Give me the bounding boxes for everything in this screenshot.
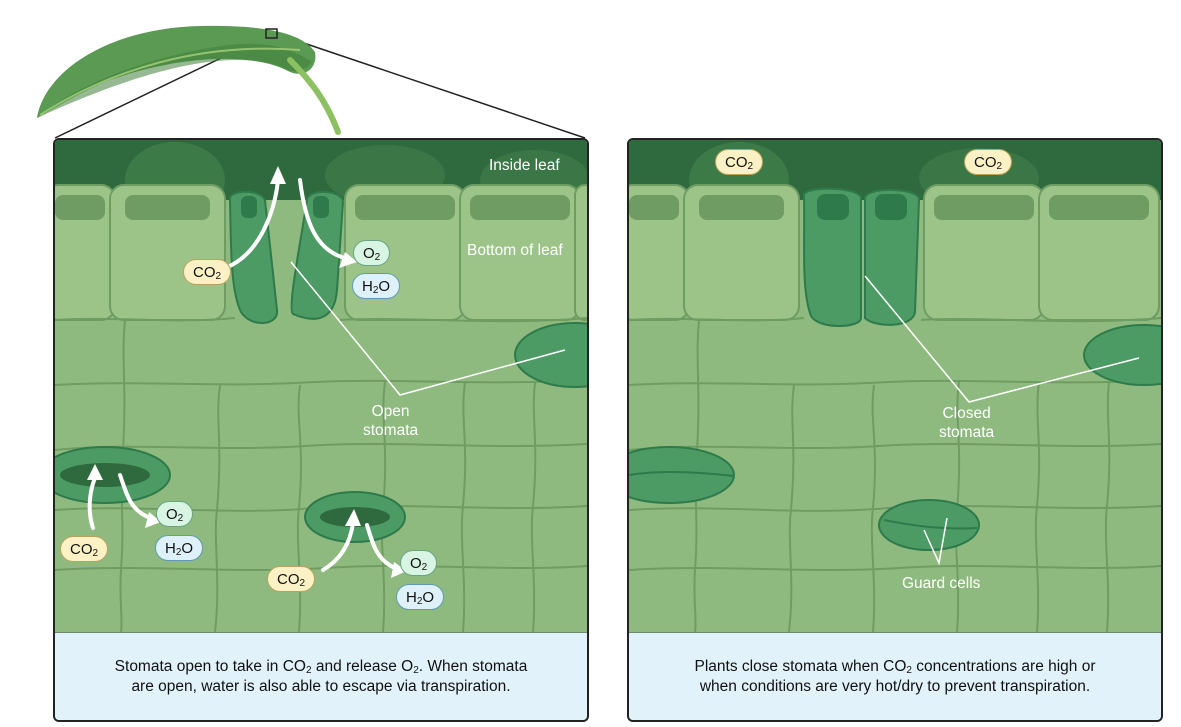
leaf-shape <box>37 25 316 119</box>
closed-stomata-label: Closed stomata <box>939 404 994 442</box>
closed-stomata-line-1: Closed <box>942 405 991 422</box>
h2o-badge-top: H2O <box>352 273 401 299</box>
closed-stoma-side-right <box>1083 324 1161 386</box>
stoma-side-right <box>514 322 587 388</box>
guard-cell-closed-left <box>802 187 862 327</box>
closed-caption-line-1: Plants close stomata when CO2 concentrat… <box>694 657 1096 676</box>
open-stomata-line-1: Open <box>371 403 410 420</box>
inside-leaf-label: Inside leaf <box>489 157 560 174</box>
guard-cells-label: Guard cells <box>902 575 981 592</box>
open-caption-line-1: Stomata open to take in CO2 and release … <box>114 657 528 676</box>
open-stomata-caption: Stomata open to take in CO2 and release … <box>55 632 587 720</box>
open-stomata-pointer <box>290 261 566 396</box>
open-stomata-scene <box>55 140 587 632</box>
o2-badge-bottom-middle: O2 <box>400 550 438 576</box>
o2-badge-top: O2 <box>353 240 391 266</box>
h2o-badge-bottom-middle: H2O <box>396 584 445 610</box>
closed-stomata-panel: Closed stomata Guard cells CO2 CO2 Plant… <box>627 138 1163 722</box>
co2-badge-bottom-left: CO2 <box>60 536 109 562</box>
guard-cell-right <box>290 191 345 320</box>
open-stomata-panel: Inside leaf Bottom of leaf Open stomata … <box>53 138 589 722</box>
gas-arrows <box>87 178 397 572</box>
guard-cell-closed-right <box>864 188 920 326</box>
closed-caption-line-2: when conditions are very hot/dry to prev… <box>699 677 1091 695</box>
epidermis-cell-grid <box>629 317 1161 632</box>
guard-cells-pointer <box>923 517 948 566</box>
open-stomata-label: Open stomata <box>363 402 418 440</box>
closed-stomata-caption: Plants close stomata when CO2 concentrat… <box>629 632 1161 720</box>
bottom-of-leaf-label: Bottom of leaf <box>467 242 563 259</box>
closed-stomata-line-2: stomata <box>939 424 995 441</box>
co2-badge-top: CO2 <box>183 259 232 285</box>
leaf-midrib <box>39 47 301 116</box>
co2-badge-bottom-middle: CO2 <box>267 566 316 592</box>
o2-badge-bottom-left: O2 <box>156 501 194 527</box>
leaf-illustration <box>37 25 586 139</box>
co2-badge-right-1: CO2 <box>715 149 764 175</box>
zoom-line-right <box>276 33 586 139</box>
zoom-box <box>265 28 278 39</box>
closed-stoma-middle <box>878 499 980 551</box>
h2o-badge-bottom-left: H2O <box>155 535 204 561</box>
co2-badge-right-2: CO2 <box>964 149 1013 175</box>
open-caption-line-2: are open, water is also able to escape v… <box>131 677 511 695</box>
closed-stomata-scene <box>629 140 1161 632</box>
open-stomata-line-2: stomata <box>363 422 419 439</box>
leaf-stem <box>287 57 341 135</box>
closed-stomata-pointer <box>864 275 1140 403</box>
